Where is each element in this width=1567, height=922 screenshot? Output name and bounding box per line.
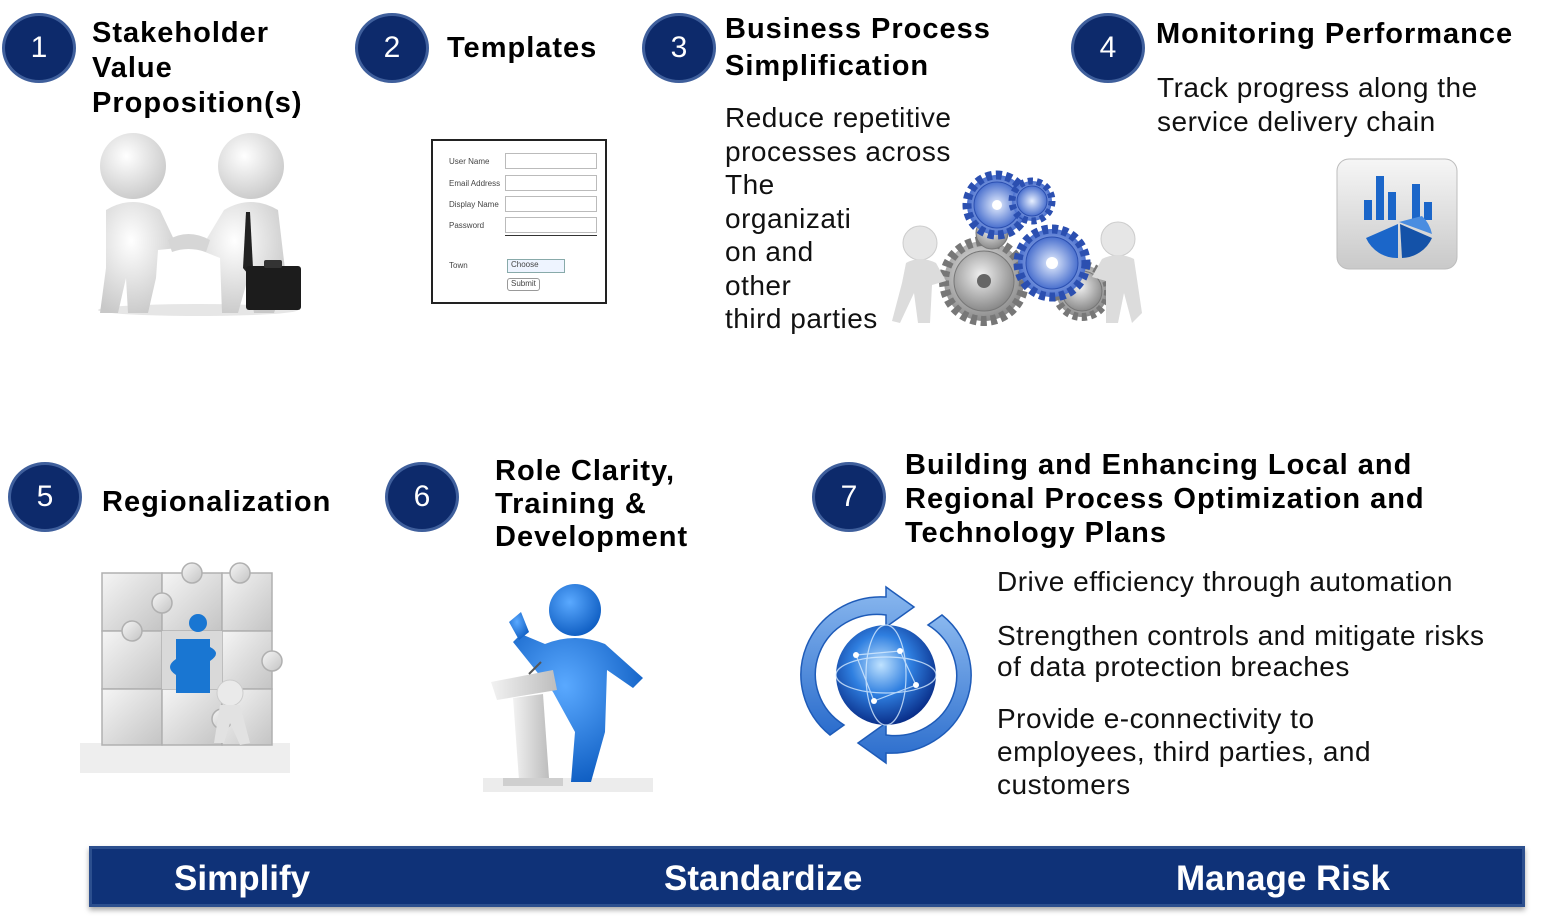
form-label: Password (449, 221, 485, 230)
step-7-bullets: Drive efficiency through automation Stre… (997, 565, 1484, 801)
step-5-badge: 5 (8, 462, 82, 532)
step-7-badge: 7 (812, 462, 886, 532)
form-label: Display Name (449, 200, 499, 209)
step-7-title: Building and Enhancing Local and Regiona… (905, 449, 1425, 549)
step-3-title: Business Process Simplification (725, 13, 991, 82)
bullet-2: Strengthen controls and mitigate risks (997, 620, 1485, 651)
bullet-1: Drive efficiency through automation (997, 566, 1453, 597)
gears-icon (892, 170, 1142, 326)
globe-refresh-icon (800, 585, 972, 765)
step-1-title: Stakeholder Value Proposition(s) (92, 17, 303, 119)
step-6-title: Role Clarity, Training & Development (495, 455, 689, 553)
form-submit: Submit (507, 278, 540, 291)
footer-label-manage-risk: Manage Risk (1176, 859, 1390, 898)
step-4-description: Track progress along the service deliver… (1157, 72, 1478, 137)
form-dropdown: Choose (511, 260, 539, 269)
footer-bar: Simplify Standardize Manage Risk (89, 846, 1525, 907)
bullet-3: Provide e-connectivity to (997, 703, 1315, 734)
step-2-badge: 2 (355, 13, 429, 83)
analytics-chart-icon (1336, 158, 1458, 270)
step-4-title: Monitoring Performance (1156, 18, 1514, 50)
handshake-icon (98, 133, 301, 316)
presenter-icon (483, 584, 653, 792)
step-3-badge: 3 (642, 13, 716, 83)
footer-label-simplify: Simplify (174, 859, 311, 898)
footer-label-standardize: Standardize (664, 859, 863, 898)
step-3-description: Reduce repetitive processes across The o… (725, 102, 952, 334)
puzzle-icon (80, 562, 290, 773)
form-label: User Name (449, 157, 490, 166)
bullet-3-cont2: customers (997, 769, 1131, 800)
step-1-badge: 1 (2, 13, 76, 83)
bullet-2-cont: of data protection breaches (997, 651, 1350, 682)
step-5-title: Regionalization (102, 486, 332, 518)
form-label: Town (449, 261, 468, 270)
form-template-icon: User Name Email Address Display Name Pas… (431, 139, 607, 304)
step-4-badge: 4 (1071, 13, 1145, 83)
bullet-3-cont: employees, third parties, and (997, 736, 1372, 767)
form-label: Email Address (449, 179, 501, 188)
step-2-title: Templates (447, 32, 598, 64)
step-6-badge: 6 (385, 462, 459, 532)
